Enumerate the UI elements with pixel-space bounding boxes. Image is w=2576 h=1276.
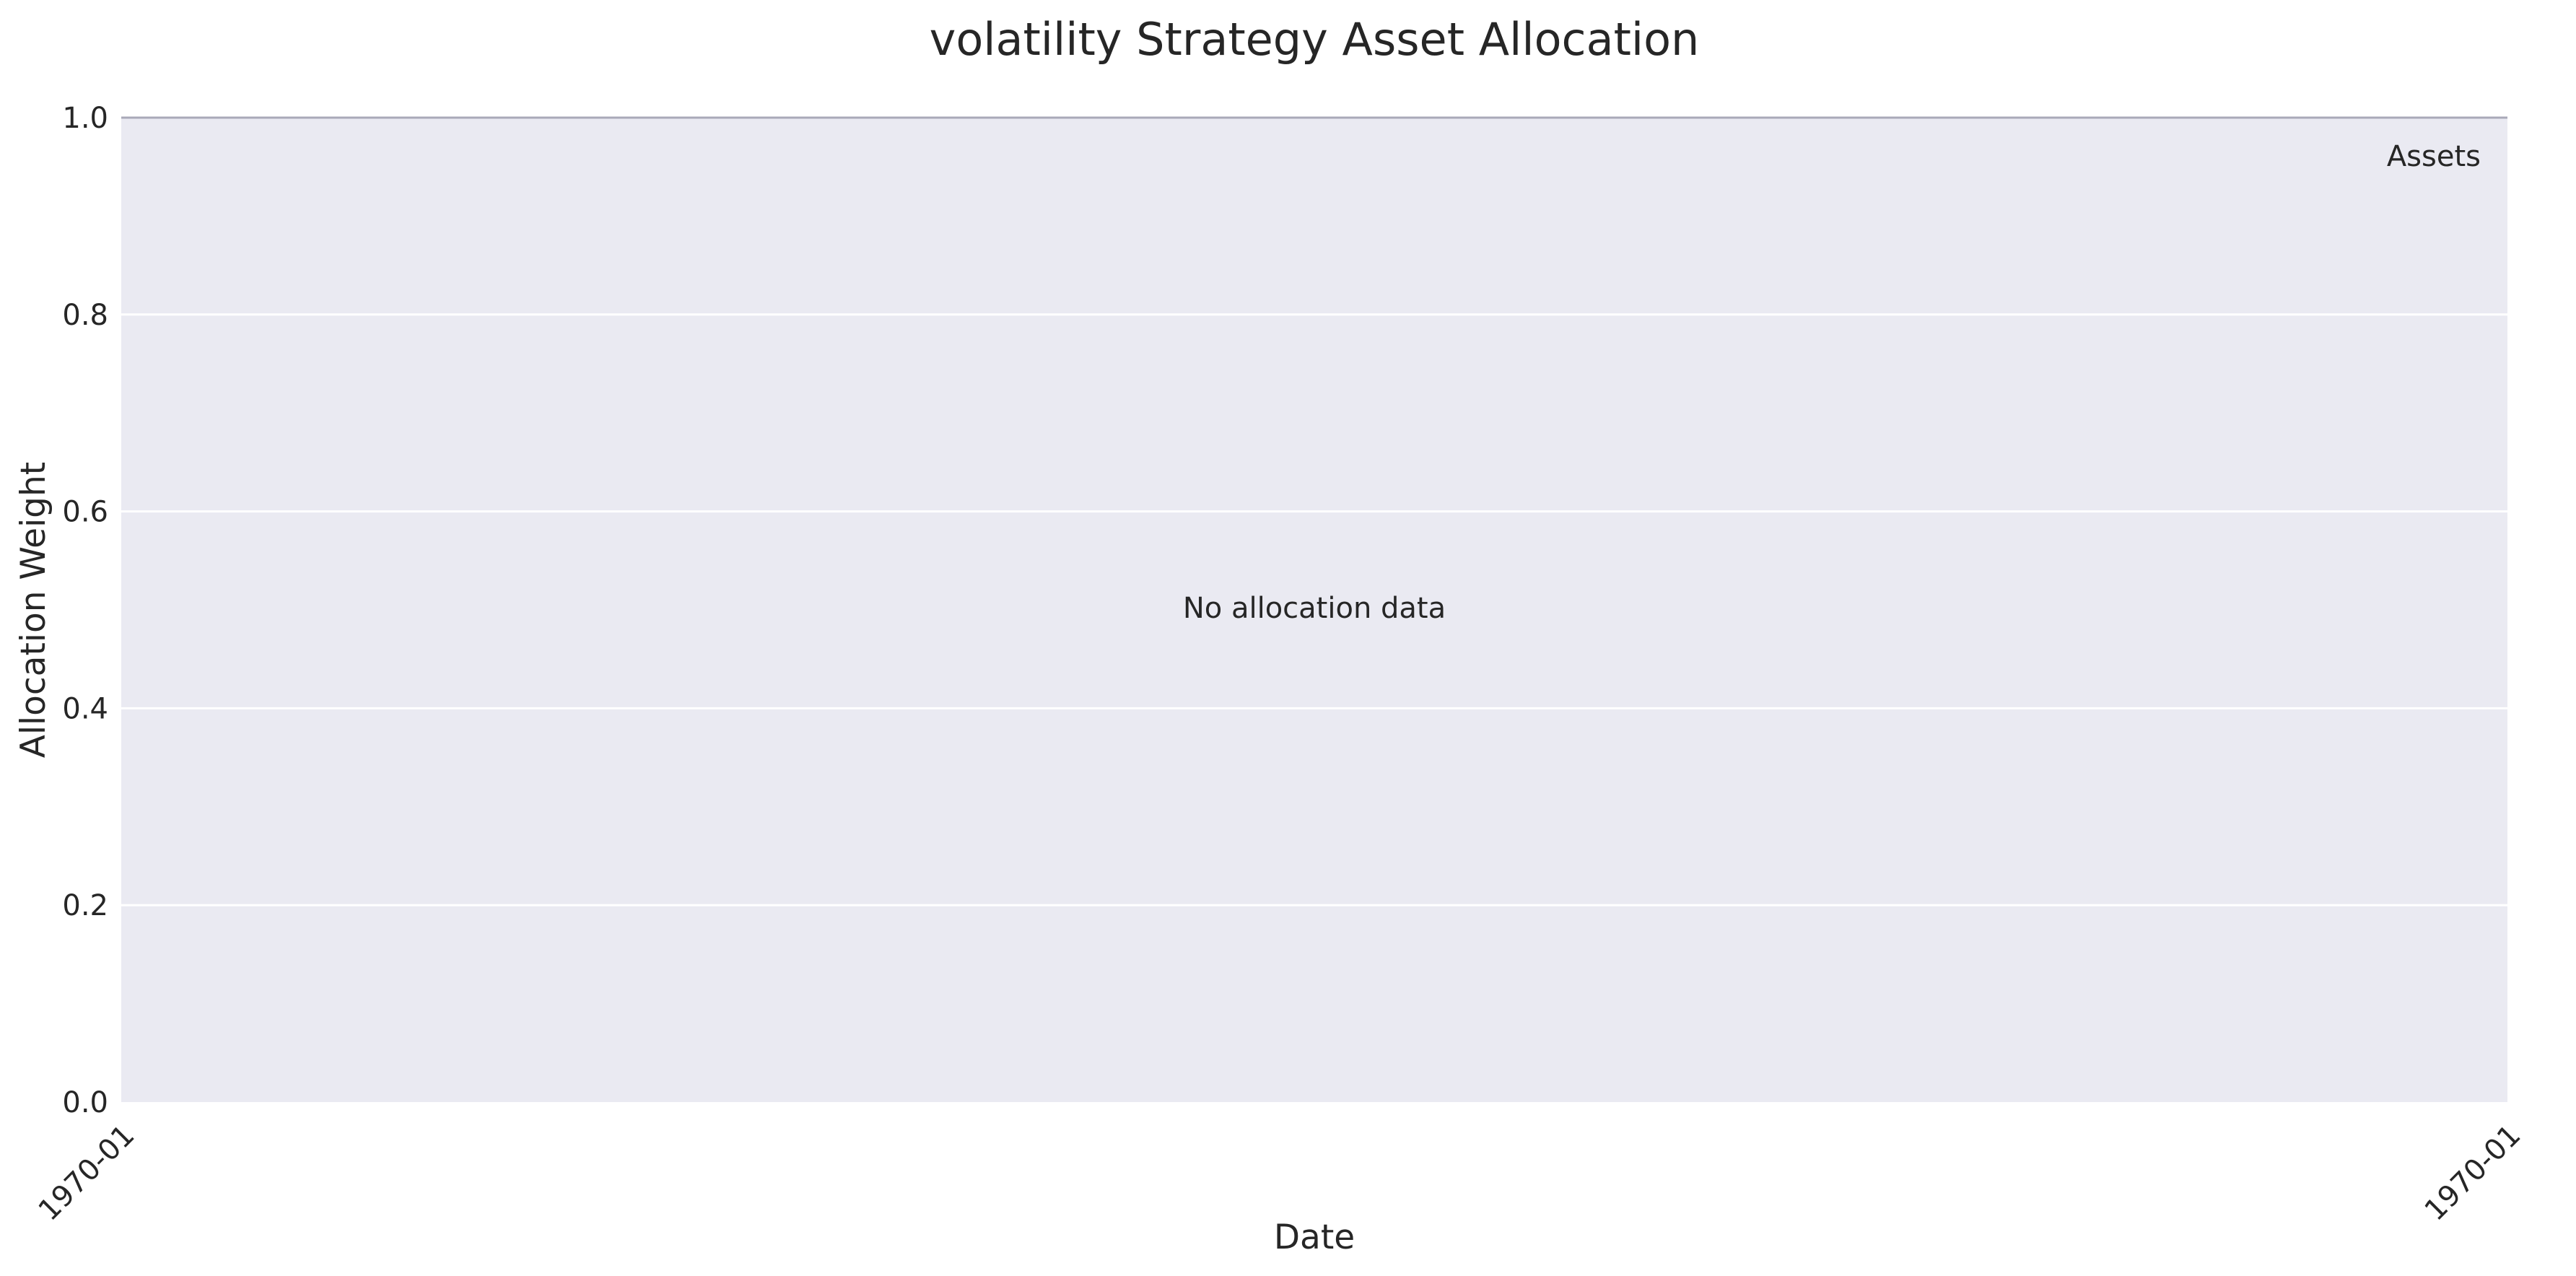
y-tick-label: 0.8 [62,299,108,332]
grid-lines [121,313,2507,906]
no-data-annotation: No allocation data [1183,592,1446,625]
y-tick-label: 1.0 [62,102,108,135]
y-tick-label: 0.4 [62,692,108,725]
y-tick-label: 0.6 [62,496,108,529]
y-axis-label: Allocation Weight [14,462,53,758]
y-tick-label: 0.0 [62,1086,108,1119]
y-axis-ticks: 0.0 0.2 0.4 0.6 0.8 1.0 [62,102,108,1119]
legend-title: Assets [2387,140,2481,173]
legend: Assets [2387,140,2481,173]
x-axis-label: Date [1274,1218,1355,1257]
y-tick-label: 0.2 [62,889,108,922]
chart-title: volatility Strategy Asset Allocation [930,13,1700,66]
plot-area [121,118,2507,1102]
